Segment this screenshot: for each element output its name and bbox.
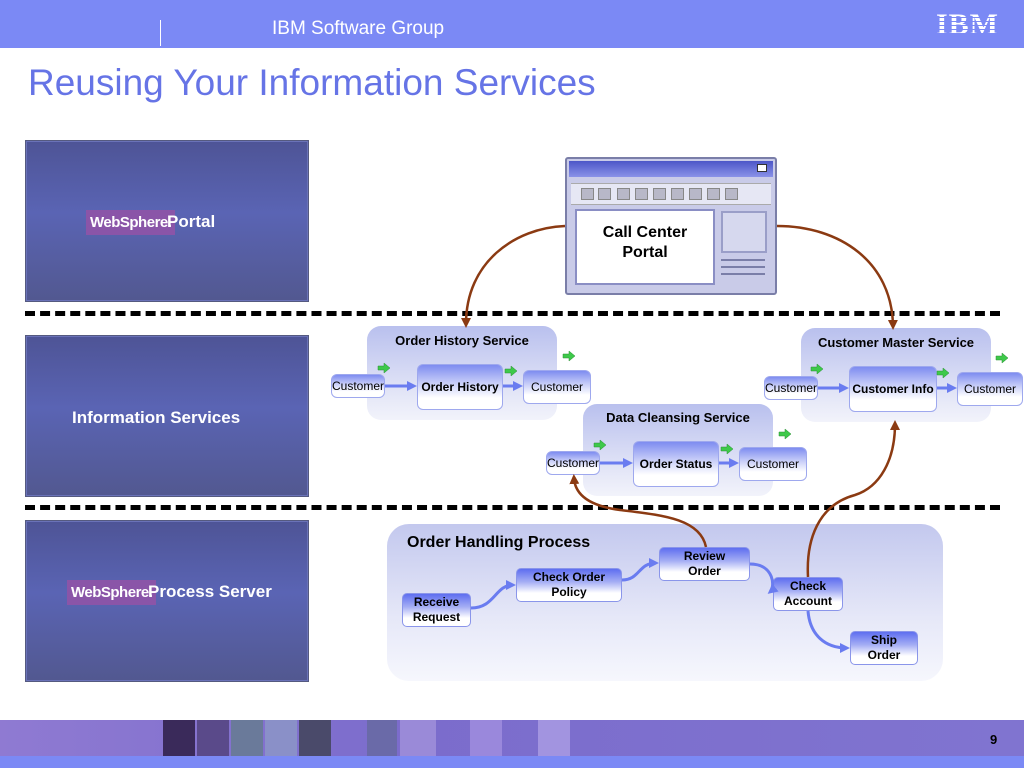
review-to-data-cleansing-connector: [569, 474, 708, 548]
toolbar-icon: [598, 188, 611, 200]
receive-to-policy-flow: [470, 580, 516, 610]
service-input-chip: Customer: [546, 451, 600, 475]
service-title: Customer Master Service: [817, 335, 975, 350]
toolbar-icon: [707, 188, 720, 200]
check-account-to-customer-master-connector: [806, 420, 900, 578]
service-operation: Customer Info: [849, 366, 937, 412]
service-operation: Order Status: [633, 441, 719, 487]
footer-photo-tile: [299, 720, 331, 756]
window-button-icon: [757, 164, 767, 172]
green-arrow-icon: [377, 362, 391, 374]
ibm-logo-text: IBM: [936, 10, 1008, 40]
footer-photo-tile: [231, 720, 263, 756]
step-line1: Receive: [413, 595, 460, 609]
portal-title-line2: Portal: [622, 244, 668, 261]
service-output-chip: Customer: [739, 447, 807, 481]
portal-to-order-history-connector: [461, 224, 566, 328]
footer-photo-tile: [367, 720, 397, 756]
header-divider: [160, 20, 161, 46]
footer-photo-tile: [197, 720, 229, 756]
call-center-portal-window: Call Center Portal: [565, 157, 777, 295]
step-line2: Request: [412, 610, 461, 624]
check-account-to-ship-flow: [806, 610, 850, 653]
toolbar-icon: [689, 188, 702, 200]
toolbar-icon: [653, 188, 666, 200]
step-line1: Check Order: [532, 570, 606, 584]
green-arrow-icon: [720, 443, 734, 455]
green-arrow-icon: [562, 350, 576, 362]
footer-photo-tile: [163, 720, 195, 756]
toolbar-icon: [581, 188, 594, 200]
portal-title-line1: Call Center: [602, 224, 688, 241]
layer-separator-top: [25, 311, 1000, 316]
review-to-check-account-flow: [749, 562, 779, 594]
slide-title: Reusing Your Information Services: [28, 62, 596, 103]
portal-content-pane: Call Center Portal: [575, 209, 715, 285]
text-line: [721, 266, 765, 268]
portal-layer-label: Portal: [167, 212, 216, 231]
footer-photo-tile: [400, 720, 436, 756]
green-arrow-icon: [995, 352, 1009, 364]
toolbar-icon: [671, 188, 684, 200]
step-line1: Ship: [871, 633, 897, 647]
websphere-badge: WebSphere.: [86, 210, 176, 235]
footer-photo-tile: [470, 720, 502, 756]
service-title: Data Cleansing Service: [606, 410, 750, 425]
text-line: [721, 273, 765, 275]
service-input-chip: Customer: [764, 376, 818, 400]
service-operation: Order History: [417, 364, 503, 410]
footer-photo-tile: [265, 720, 297, 756]
green-arrow-icon: [778, 428, 792, 440]
portal-to-customer-master-connector: [776, 224, 898, 330]
page-number: 9: [990, 732, 998, 747]
portal-layer-panel: WebSphere. Portal: [25, 140, 309, 302]
green-arrow-icon: [504, 365, 518, 377]
information-services-label: Information Services: [72, 408, 241, 427]
green-arrow-icons: [377, 350, 1009, 455]
toolbar-icon: [635, 188, 648, 200]
information-services-panel: Information Services: [25, 335, 309, 497]
step-line2: Policy: [551, 585, 587, 599]
step-line2: Order: [867, 648, 901, 662]
green-arrow-icon: [936, 367, 950, 379]
header-group-name: IBM Software Group: [272, 18, 445, 39]
service-output-chip: Customer: [957, 372, 1023, 406]
step-line1: Review: [683, 549, 726, 563]
process-server-panel: WebSphere. Process Server: [25, 520, 309, 682]
step-line1: Check: [789, 579, 827, 593]
step-line2: Order: [688, 564, 721, 578]
process-title: Order Handling Process: [407, 534, 591, 551]
toolbar-icon: [725, 188, 738, 200]
footer-bar: [0, 720, 1024, 768]
footer-photo-tile: [538, 720, 570, 756]
header-bar: IBM Software Group IBM: [0, 0, 1024, 48]
green-arrow-icon: [810, 363, 824, 375]
websphere-badge: WebSphere.: [67, 580, 157, 605]
process-server-label: Process Server: [148, 582, 272, 601]
window-titlebar: [569, 161, 773, 177]
service-output-chip: Customer: [523, 370, 591, 404]
service-title: Order History Service: [395, 333, 529, 348]
service-input-chip: Customer: [331, 374, 385, 398]
green-arrow-icon: [593, 439, 607, 451]
toolbar-icon: [617, 188, 630, 200]
text-line: [721, 259, 765, 261]
policy-to-review-flow: [621, 558, 659, 582]
step-line2: Account: [784, 594, 832, 608]
footer-strip: [0, 756, 1024, 768]
layer-separator-bottom: [25, 505, 1000, 510]
window-toolbar: [571, 183, 771, 205]
ibm-logo: IBM: [936, 10, 1008, 40]
portal-title: Call Center Portal: [577, 223, 713, 263]
portal-side-widget: [721, 211, 767, 253]
